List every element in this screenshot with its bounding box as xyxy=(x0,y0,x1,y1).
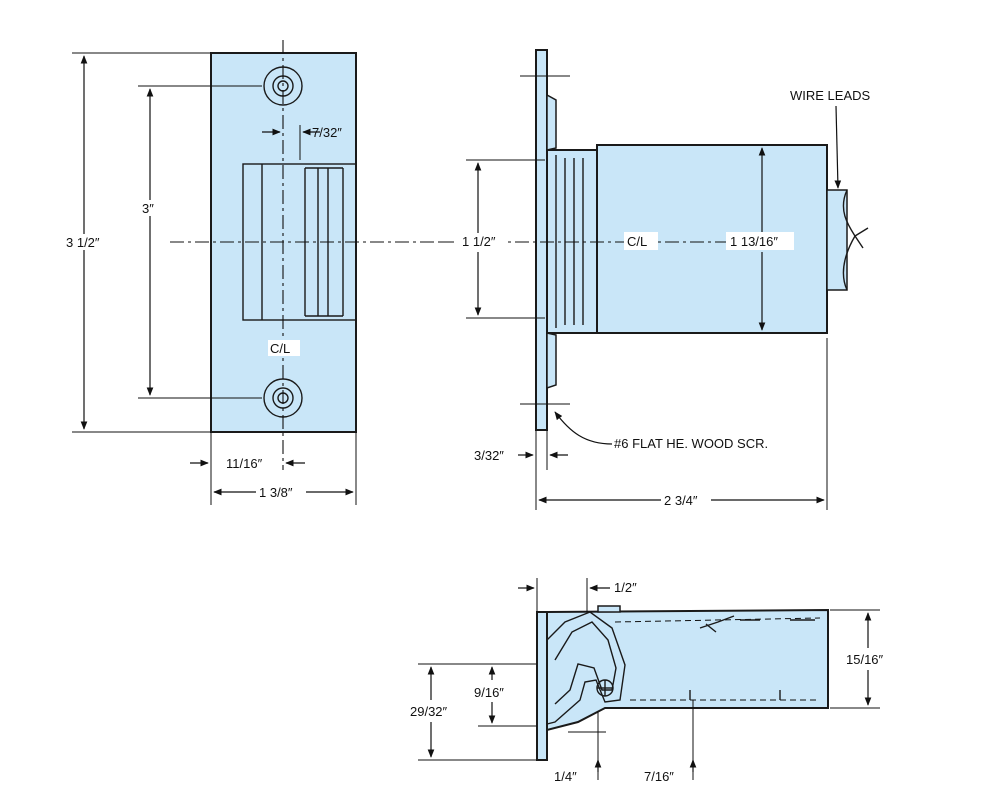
dim-height-overall: 3 1/2″ xyxy=(66,235,100,250)
front-centerline-label: C/L xyxy=(270,341,290,356)
dim-cut-depth: 29/32″ xyxy=(410,704,448,719)
dim-plate-thickness: 3/32″ xyxy=(474,448,504,463)
dim-body-height: 1 13/16″ xyxy=(730,234,778,249)
dim-section-height: 15/16″ xyxy=(846,652,884,667)
dim-keeper-height: 1 1/2″ xyxy=(462,234,496,249)
screw-note: #6 FLAT HE. WOOD SCR. xyxy=(614,436,768,451)
dim-lip: 1/4″ xyxy=(554,769,577,784)
dim-width-overall: 1 3/8″ xyxy=(259,485,293,500)
keeper-recess xyxy=(242,163,357,321)
dim-hole-offset: 11/16″ xyxy=(226,456,263,471)
section-faceplate xyxy=(536,611,548,761)
dim-bottom-offset: 7/16″ xyxy=(644,769,674,784)
dim-keeper-offset: 7/32″ xyxy=(312,125,342,140)
side-faceplate xyxy=(535,49,548,431)
dim-keeper-depth: 9/16″ xyxy=(474,685,504,700)
section-view: 1/2″ 15/16″ 29/32″ 9/16″ 1/4″ 7/16″ xyxy=(410,578,884,784)
side-view: WIRE LEADS 1 1/2″ C/L 1 13/16″ 3/32″ #6 … xyxy=(440,49,871,510)
wire-leads xyxy=(826,105,869,291)
dim-hole-spacing: 3″ xyxy=(142,201,154,216)
side-centerline-label: C/L xyxy=(627,234,647,249)
front-view: 3 1/2″ 3″ 7/32″ C/L 11/16″ 1 3/8″ xyxy=(64,40,440,505)
section-body xyxy=(546,608,829,732)
wire-leads-label: WIRE LEADS xyxy=(790,88,871,103)
dim-depth-overall: 2 3/4″ xyxy=(664,493,698,508)
dim-top-offset: 1/2″ xyxy=(614,580,637,595)
